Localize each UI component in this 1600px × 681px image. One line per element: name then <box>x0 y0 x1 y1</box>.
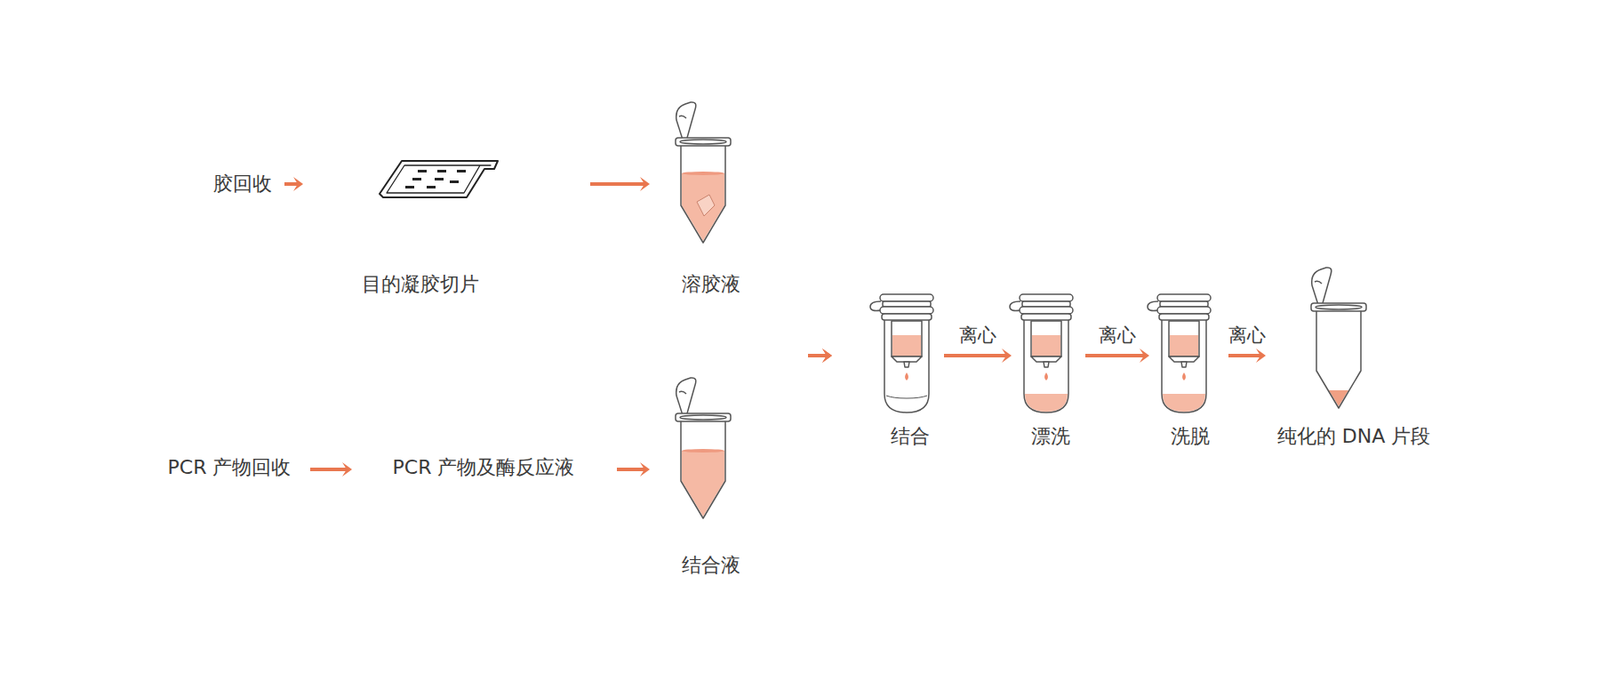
spin-column <box>1009 294 1073 413</box>
spin-column <box>870 294 934 413</box>
flow-arrow <box>1228 348 1266 363</box>
step-label: PCR 产物及酶反应液 <box>392 455 576 480</box>
step-node: 洗脱 <box>1152 284 1225 454</box>
gel-plate <box>379 160 498 198</box>
step-node: 胶回收 <box>204 168 281 200</box>
step-node: 纯化的 DNA 片段 <box>1269 257 1443 454</box>
flow-arrow <box>1085 348 1150 363</box>
flow-arrow <box>808 348 832 363</box>
step-node: 结合液 <box>653 346 805 580</box>
step-label: 结合液 <box>681 552 741 578</box>
step-label: 漂洗 <box>1031 424 1071 449</box>
flow-arrow <box>808 348 832 363</box>
step-label: PCR 产物回收 <box>168 455 292 480</box>
step-node: 目的凝胶切片 <box>306 151 587 298</box>
flow-arrow <box>310 462 352 477</box>
step-node: 结合 <box>835 284 941 454</box>
flow-arrow <box>944 348 1012 363</box>
microtube <box>675 102 731 243</box>
step-node: 溶胶液 <box>653 97 805 365</box>
step-label: 目的凝胶切片 <box>361 272 480 297</box>
flow-arrow <box>616 462 650 477</box>
step-label: 纯化的 DNA 片段 <box>1277 424 1431 449</box>
step-label: 洗脱 <box>1170 424 1210 449</box>
microtube <box>675 377 731 519</box>
microtube <box>1311 267 1367 408</box>
edge-label: 离心 <box>1226 323 1268 347</box>
step-label: 胶回收 <box>213 171 272 197</box>
step-label: 结合 <box>890 424 930 449</box>
spin-column <box>1147 294 1211 413</box>
step-node: PCR 产物回收 <box>155 453 307 486</box>
step-label: 溶胶液 <box>681 272 741 297</box>
edge-label: 离心 <box>957 323 999 347</box>
step-node: 漂洗 <box>1015 284 1082 454</box>
flow-arrow <box>590 176 650 192</box>
flow-arrow <box>284 176 304 192</box>
step-node: PCR 产物及酶反应液 <box>355 453 614 486</box>
edge-label: 离心 <box>1096 323 1138 347</box>
